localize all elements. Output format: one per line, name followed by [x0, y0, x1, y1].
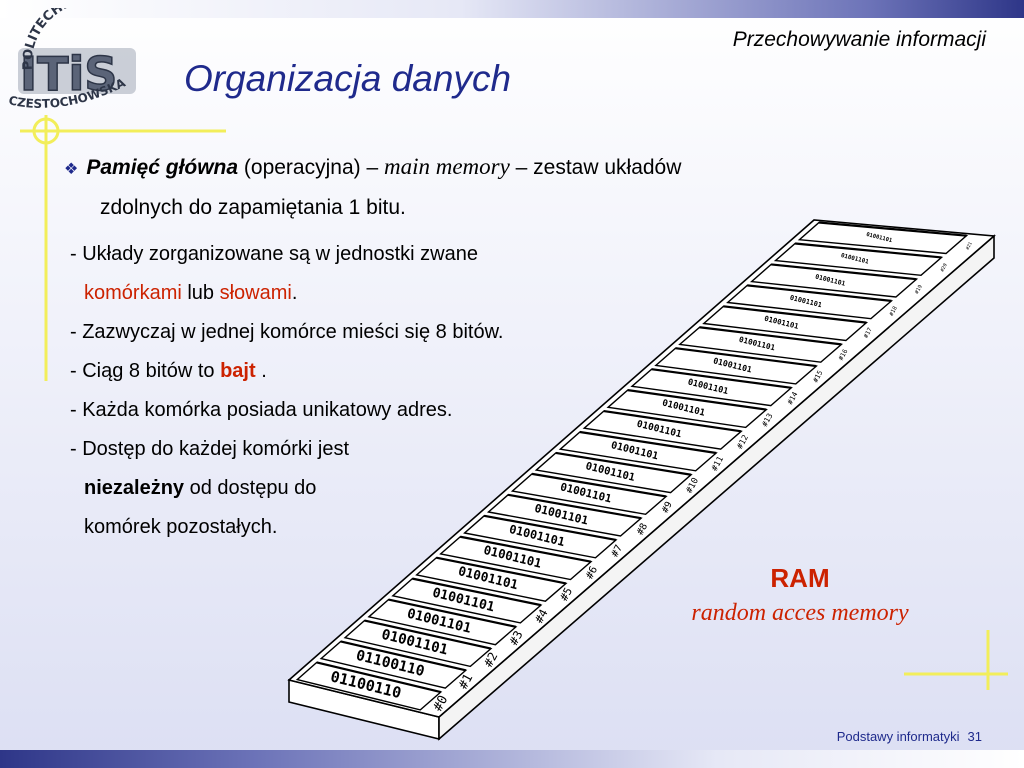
page-title: Organizacja danych: [184, 58, 512, 99]
ram-cell: [486, 494, 643, 537]
subpoint-1-text: - Układy zorganizowane są w jednostki zw…: [70, 243, 478, 265]
term-slowami: słowami: [219, 282, 292, 304]
ram-cell-address: #7: [610, 543, 625, 559]
ram-cell: [415, 556, 568, 602]
term-bajt: bajt: [220, 360, 256, 382]
ram-cell-divider: [747, 284, 892, 302]
ram-cell-address: #18: [889, 305, 899, 317]
ram-memory-diagram: 01100110#001100110#101001101#201001101#3…: [287, 219, 996, 741]
ram-cell-divider: [818, 221, 967, 237]
term-english: main memory: [383, 154, 510, 179]
ram-cell-divider: [388, 598, 517, 628]
ram-title: RAM: [770, 563, 830, 593]
ram-cell-address: #4: [532, 607, 551, 626]
subpoint-5-end: komórek pozostałych.: [84, 516, 278, 538]
ram-cell-divider: [460, 535, 592, 563]
ram-cell-divider: [555, 451, 692, 476]
ram-cell-divider: [627, 389, 767, 411]
bottom-gradient-bar: [0, 750, 1024, 768]
subpoint-5: - Dostęp do każdej komórki jest: [70, 438, 350, 460]
ram-cell-divider: [483, 514, 617, 542]
ram-cell-address: #20: [939, 262, 948, 273]
ram-cell-divider: [603, 409, 742, 433]
subpoint-1: - Układy zorganizowane są w jednostki zw…: [70, 236, 690, 275]
main-bullet: ❖ Pamięć główna (operacyjna) – main memor…: [64, 148, 964, 227]
ram-cell-address: #2: [481, 650, 500, 670]
ram-cell-divider: [531, 472, 667, 498]
diamond-bullet-icon: ❖: [64, 161, 79, 178]
subpoint-4: - Każda komórka posiada unikatowy adres.: [70, 399, 453, 421]
ram-cell-divider: [723, 305, 867, 324]
ram-cell: [295, 661, 443, 711]
top-gradient-bar: [0, 0, 1024, 18]
ram-cell: [343, 619, 493, 668]
ram-cell-divider: [507, 493, 642, 520]
ram-cell-divider: [579, 430, 717, 455]
ram-cell-address: #8: [635, 521, 650, 537]
subpoint-3-dot: .: [255, 360, 267, 382]
subpoint-1-cont: komórkami lub słowami.: [70, 275, 690, 314]
term-komorkami: komórkami: [84, 282, 182, 304]
term-main-memory: Pamięć główna: [86, 156, 239, 179]
ram-cell-divider: [795, 242, 942, 259]
ram-cell-address: #19: [914, 284, 924, 295]
ram-cell-address: #9: [660, 500, 675, 515]
ram-cell-address: #0: [431, 693, 452, 714]
subpoint-3: - Ciąg 8 bitów to bajt .: [70, 353, 690, 392]
ram-cell: [630, 368, 793, 407]
footer-course: Podstawy informatyki: [836, 729, 960, 744]
ram-cell-divider: [651, 368, 792, 389]
ram-cell-divider: [340, 640, 467, 672]
footer-page-number: 31: [967, 729, 982, 744]
ram-cell-divider: [316, 661, 442, 694]
ram-subtitle: random acces memory: [691, 600, 909, 626]
ram-cell-divider: [364, 619, 492, 650]
ram-cell-address: #17: [863, 326, 874, 339]
subpoint-1-lub: lub: [181, 282, 220, 304]
term-niezalezny: niezależny: [84, 477, 185, 499]
subpoint-list: - Układy zorganizowane są w jednostki zw…: [70, 236, 690, 548]
ram-cell: [367, 598, 518, 646]
subpoint-1-dot: .: [291, 282, 298, 304]
ram-cell-divider: [699, 326, 842, 346]
ram-cell-divider: [412, 577, 542, 607]
term-paren: (operacyjna) –: [238, 156, 384, 179]
ram-cell: [439, 535, 593, 581]
main-bullet-continuation: zdolnych do zapamiętania 1 bitu.: [100, 196, 406, 219]
term-rest: – zestaw układów: [509, 156, 682, 179]
subpoint-5-cont: niezależny od dostępu do: [70, 470, 690, 509]
section-label: Przechowywanie informacji: [732, 28, 986, 51]
logo-letters: ITiS: [20, 47, 117, 101]
ram-cell-divider: [436, 556, 567, 585]
subpoint-5-text: od dostępu do: [184, 477, 317, 499]
ram-cell-address: #5: [557, 585, 575, 603]
ram-cell: [678, 326, 844, 363]
ram-cell: [558, 431, 718, 472]
decorative-crosshair-right: [904, 630, 1008, 690]
ram-cell: [606, 389, 768, 429]
ram-cell-divider: [771, 263, 917, 281]
ram-cell-divider: [675, 347, 817, 368]
footer: Podstawy informatyki 31: [829, 729, 982, 744]
subpoint-3-text: - Ciąg 8 bitów to: [70, 360, 221, 382]
ram-cell-address: #1: [455, 671, 475, 691]
ram-cell-address: #6: [584, 564, 601, 581]
subpoint-2: - Zazwyczaj w jednej komórce mieści się …: [70, 321, 504, 343]
decorative-crosshair-left: [20, 115, 226, 381]
ram-cell-address: #21: [965, 241, 974, 251]
ram-cell-address: #3: [507, 628, 526, 647]
university-logo: ITiS POLITECHNIKA CZESTOCHOWSKA: [7, 8, 136, 111]
ram-cell: [749, 263, 919, 298]
